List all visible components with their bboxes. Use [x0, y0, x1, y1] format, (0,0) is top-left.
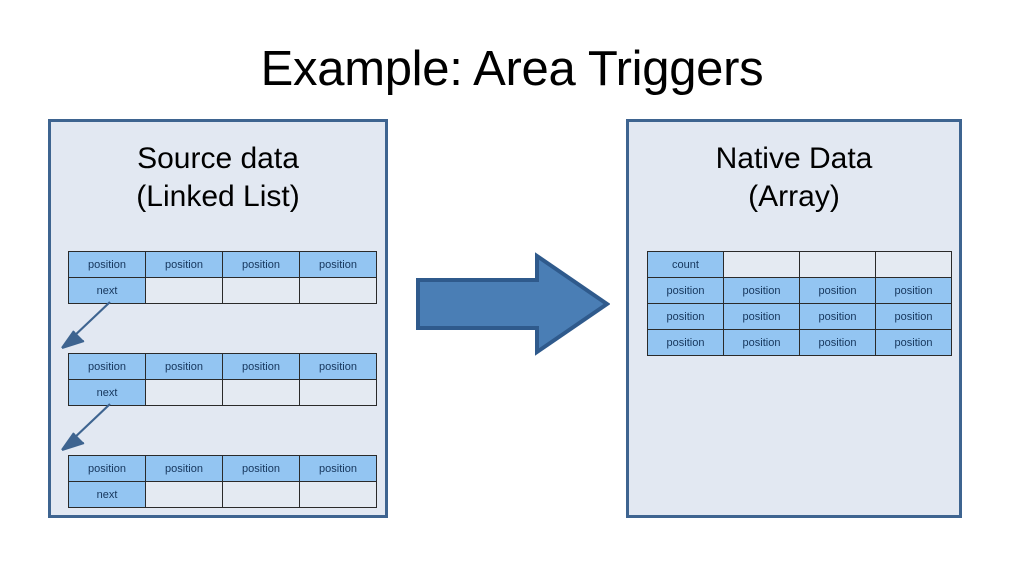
- cell-empty: [875, 251, 952, 278]
- cell-position: position: [723, 277, 800, 304]
- panel-native-data: Native Data (Array) count position posit…: [626, 119, 962, 518]
- cell-empty: [222, 277, 300, 304]
- cell-empty: [222, 379, 300, 406]
- cell-position: position: [723, 303, 800, 330]
- linked-list-node: position position position position next: [68, 455, 377, 508]
- cell-position: position: [647, 303, 724, 330]
- cell-position: position: [875, 329, 952, 356]
- table-row: next: [68, 481, 377, 508]
- cell-next: next: [68, 481, 146, 508]
- table-row: next: [68, 379, 377, 406]
- cell-next: next: [68, 277, 146, 304]
- cell-empty: [145, 481, 223, 508]
- table-row: position position position position: [647, 303, 952, 330]
- transform-arrow-icon: [416, 252, 610, 356]
- cell-position: position: [299, 353, 377, 380]
- cell-empty: [222, 481, 300, 508]
- cell-empty: [299, 379, 377, 406]
- table-row: position position position position: [647, 329, 952, 356]
- cell-position: position: [799, 303, 876, 330]
- cell-position: position: [875, 303, 952, 330]
- cell-position: position: [145, 455, 223, 482]
- cell-empty: [299, 481, 377, 508]
- cell-position: position: [723, 329, 800, 356]
- cell-empty: [723, 251, 800, 278]
- cell-position: position: [222, 353, 300, 380]
- cell-position: position: [875, 277, 952, 304]
- table-row: position position position position: [647, 277, 952, 304]
- cell-position: position: [68, 353, 146, 380]
- linked-list-node: position position position position next: [68, 353, 377, 406]
- cell-position: position: [799, 277, 876, 304]
- cell-empty: [145, 379, 223, 406]
- cell-position: position: [222, 251, 300, 278]
- cell-position: position: [222, 455, 300, 482]
- cell-empty: [799, 251, 876, 278]
- cell-position: position: [647, 277, 724, 304]
- cell-position: position: [647, 329, 724, 356]
- cell-position: position: [145, 251, 223, 278]
- cell-position: position: [68, 455, 146, 482]
- panel-source-data: Source data (Linked List) position posit…: [48, 119, 388, 518]
- panel-native-heading: Native Data (Array): [715, 142, 873, 213]
- table-row: next: [68, 277, 377, 304]
- cell-count: count: [647, 251, 724, 278]
- page-title: Example: Area Triggers: [260, 42, 764, 96]
- table-row: position position position position: [68, 251, 377, 278]
- cell-position: position: [145, 353, 223, 380]
- cell-empty: [299, 277, 377, 304]
- cell-position: position: [299, 455, 377, 482]
- cell-position: position: [299, 251, 377, 278]
- panel-source-heading: Source data (Linked List): [136, 142, 300, 213]
- cell-position: position: [799, 329, 876, 356]
- cell-next: next: [68, 379, 146, 406]
- native-array-grid: count position position position positio…: [647, 251, 952, 356]
- cell-empty: [145, 277, 223, 304]
- table-row: position position position position: [68, 455, 377, 482]
- table-row: count: [647, 251, 952, 278]
- linked-list-node: position position position position next: [68, 251, 377, 304]
- table-row: position position position position: [68, 353, 377, 380]
- cell-position: position: [68, 251, 146, 278]
